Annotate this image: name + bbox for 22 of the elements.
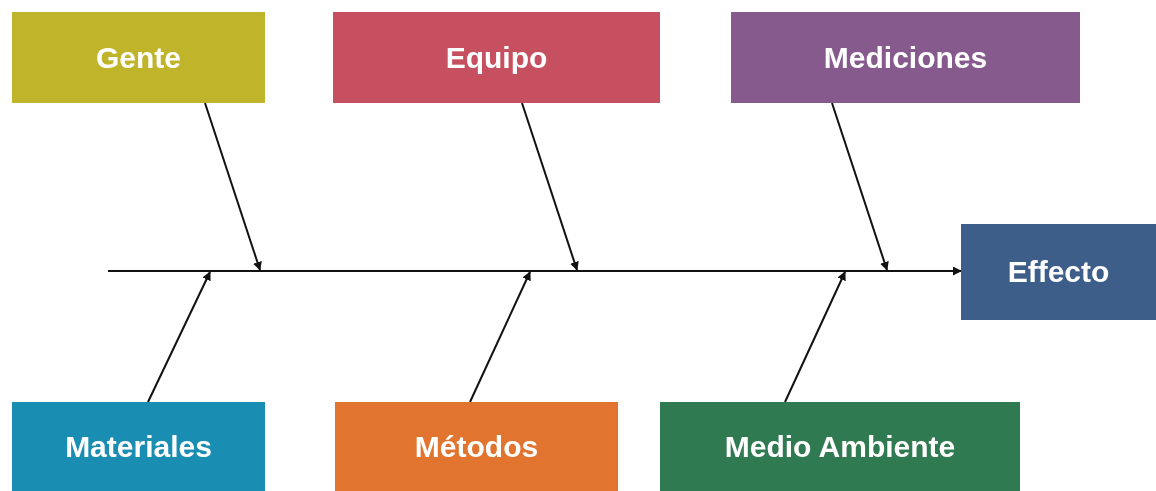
- category-label: Materiales: [65, 429, 212, 464]
- category-box: [333, 12, 660, 103]
- category-label: Métodos: [414, 429, 539, 464]
- arrow: [204, 102, 262, 271]
- category-label: Medio Ambiente: [724, 429, 956, 464]
- arrow: [937, 266, 962, 276]
- arrow: [521, 102, 579, 271]
- category-box: [12, 12, 265, 103]
- arrow: [469, 271, 531, 403]
- arrow: [784, 271, 846, 403]
- category-box: [961, 224, 1156, 320]
- category-box: [335, 402, 618, 491]
- category-box: [731, 12, 1080, 103]
- category-label: Equipo: [445, 40, 548, 75]
- category-box: [660, 402, 1020, 491]
- category-label: Gente: [96, 40, 181, 75]
- arrow: [831, 102, 889, 271]
- spine-line: [108, 270, 938, 272]
- category-label: Effecto: [1007, 255, 1110, 289]
- arrow: [147, 271, 211, 403]
- category-label: Mediciones: [823, 40, 988, 75]
- category-box: [12, 402, 265, 491]
